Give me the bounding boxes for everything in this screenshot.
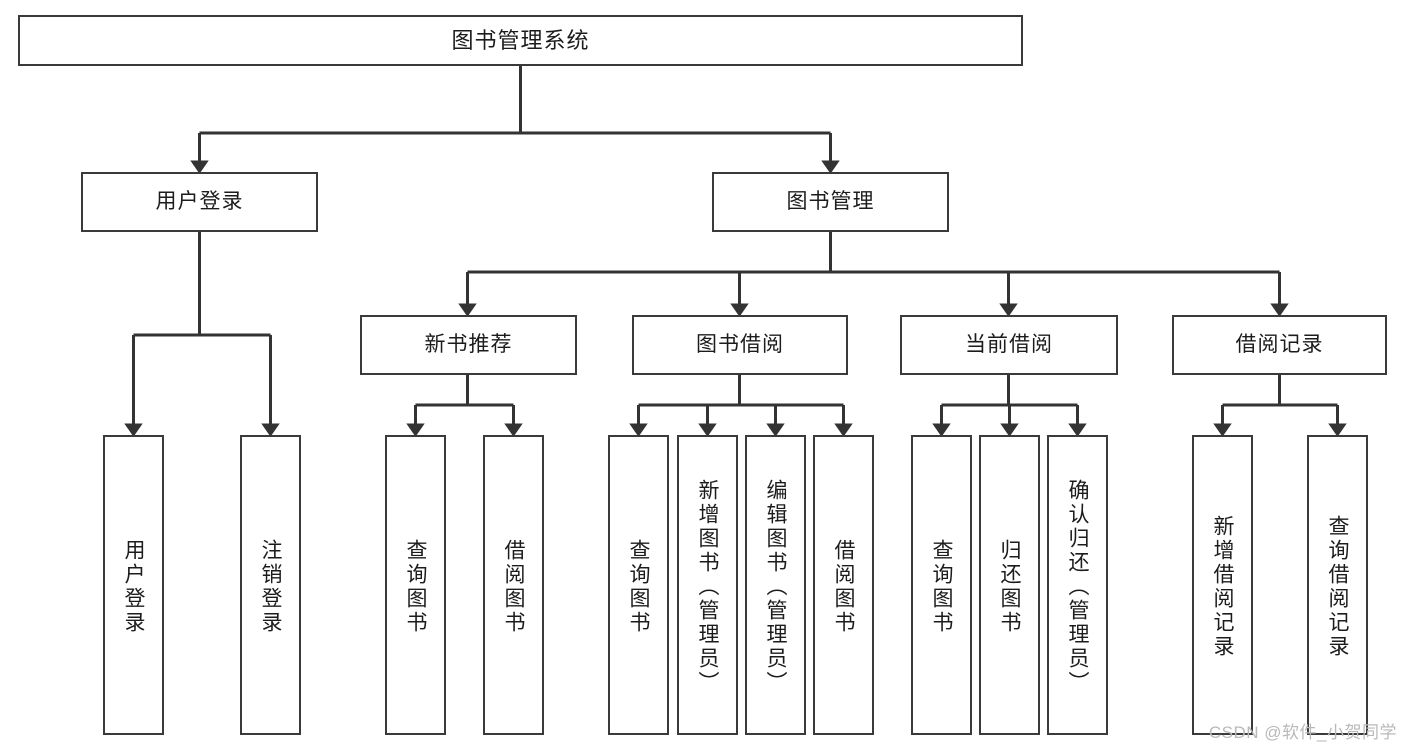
node-borrow-record[interactable]: 借阅记录 bbox=[1172, 315, 1387, 375]
node-label: 用户登录 bbox=[122, 539, 145, 635]
node-leaf-user-login-logout[interactable]: 注销登录 bbox=[240, 435, 301, 735]
node-label: 查询图书 bbox=[404, 539, 427, 635]
node-leaf-current-borrow-confirm[interactable]: 确认归还（管理员） bbox=[1047, 435, 1108, 735]
node-leaf-book-borrow-query[interactable]: 查询图书 bbox=[608, 435, 669, 735]
node-label: 编辑图书（管理员） bbox=[764, 479, 787, 695]
node-new-book-recommend[interactable]: 新书推荐 bbox=[360, 315, 577, 375]
csdn-watermark: CSDN @软件_小贺同学 bbox=[1208, 723, 1397, 742]
node-label: 新增图书（管理员） bbox=[696, 479, 719, 695]
node-current-borrow[interactable]: 当前借阅 bbox=[900, 315, 1118, 375]
node-label: 图书管理系统 bbox=[451, 27, 590, 53]
node-label: 注销登录 bbox=[259, 539, 282, 635]
node-leaf-user-login-login[interactable]: 用户登录 bbox=[103, 435, 164, 735]
node-label: 图书借阅 bbox=[696, 332, 784, 356]
node-leaf-book-borrow-add[interactable]: 新增图书（管理员） bbox=[677, 435, 738, 735]
node-label: 查询借阅记录 bbox=[1326, 515, 1349, 659]
node-leaf-current-borrow-query[interactable]: 查询图书 bbox=[911, 435, 972, 735]
node-leaf-book-borrow-borrow[interactable]: 借阅图书 bbox=[813, 435, 874, 735]
node-user-login[interactable]: 用户登录 bbox=[81, 172, 318, 232]
node-label: 用户登录 bbox=[155, 189, 244, 213]
node-book-borrow[interactable]: 图书借阅 bbox=[632, 315, 848, 375]
node-label: 借阅记录 bbox=[1235, 332, 1324, 356]
node-leaf-borrow-record-query[interactable]: 查询借阅记录 bbox=[1307, 435, 1368, 735]
node-root-system[interactable]: 图书管理系统 bbox=[18, 15, 1023, 66]
node-label: 图书管理 bbox=[786, 189, 875, 213]
node-label: 查询图书 bbox=[627, 539, 650, 635]
node-label: 归还图书 bbox=[998, 539, 1021, 635]
node-leaf-book-borrow-edit[interactable]: 编辑图书（管理员） bbox=[745, 435, 806, 735]
node-label: 借阅图书 bbox=[502, 539, 525, 635]
node-label: 新增借阅记录 bbox=[1211, 515, 1234, 659]
node-label: 确认归还（管理员） bbox=[1066, 479, 1089, 695]
node-leaf-borrow-record-add[interactable]: 新增借阅记录 bbox=[1192, 435, 1253, 735]
node-leaf-current-borrow-return[interactable]: 归还图书 bbox=[979, 435, 1040, 735]
node-leaf-new-book-borrow[interactable]: 借阅图书 bbox=[483, 435, 544, 735]
node-book-management[interactable]: 图书管理 bbox=[712, 172, 949, 232]
node-label: 借阅图书 bbox=[832, 539, 855, 635]
node-label: 当前借阅 bbox=[965, 332, 1053, 356]
node-leaf-new-book-query[interactable]: 查询图书 bbox=[385, 435, 446, 735]
node-label: 新书推荐 bbox=[424, 332, 513, 356]
node-label: 查询图书 bbox=[930, 539, 953, 635]
